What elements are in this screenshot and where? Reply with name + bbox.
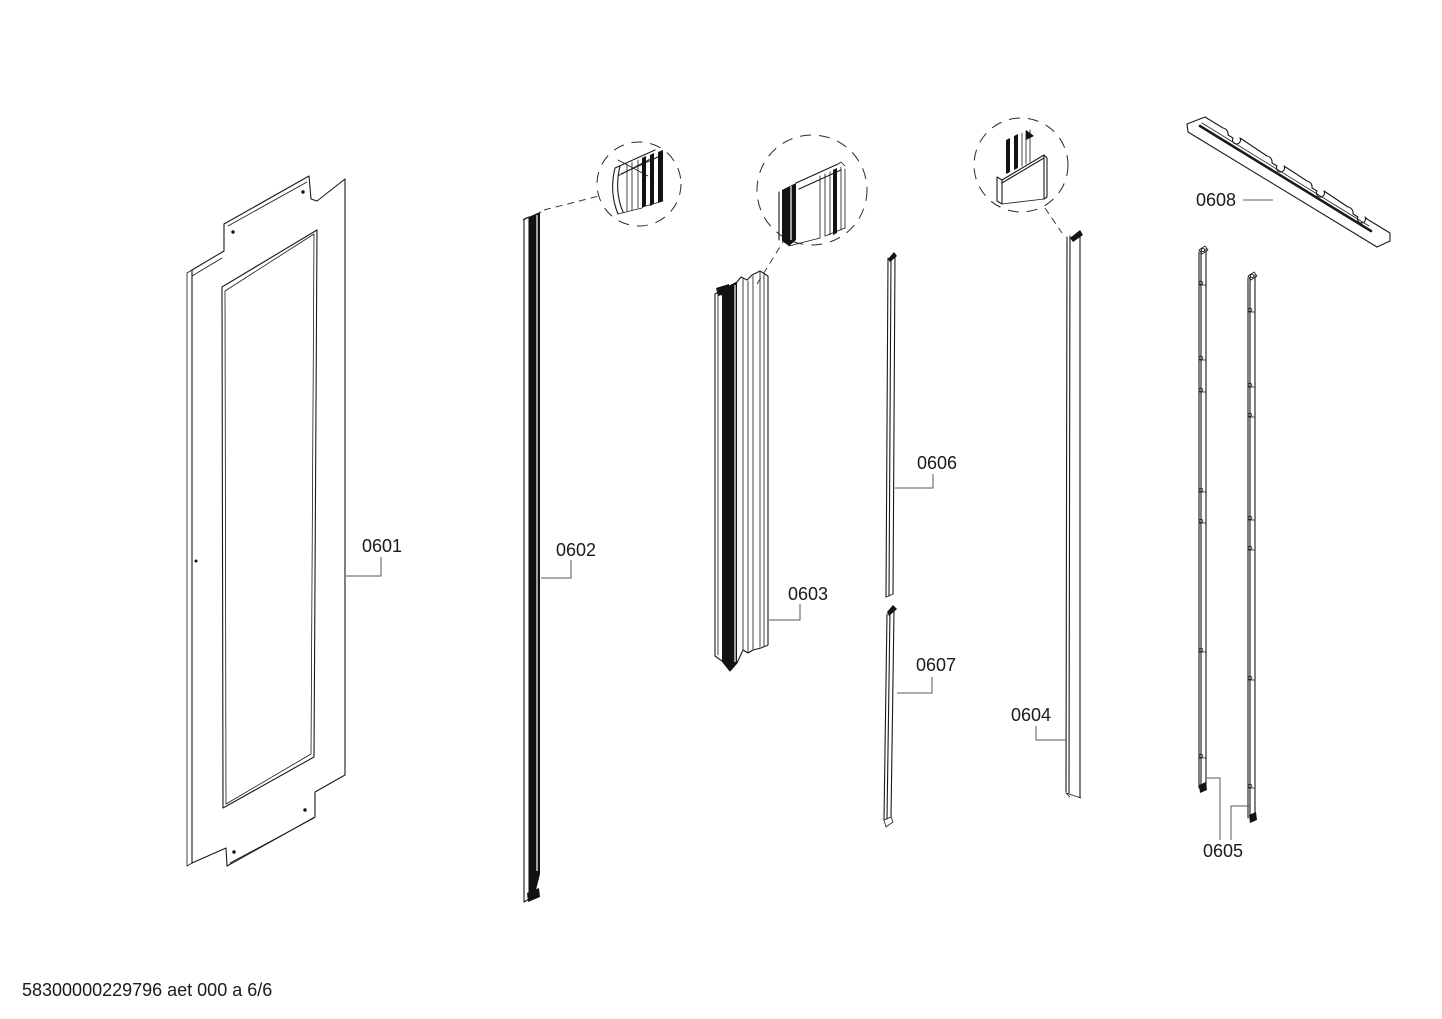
detail-circle-0604-ring xyxy=(973,117,1069,213)
strip-0602-dark-band xyxy=(529,212,540,899)
panel-thickness-edge xyxy=(186,269,193,867)
strip-0604-bottom-cut xyxy=(1065,792,1082,799)
part-0603-frame-profile[interactable] xyxy=(714,270,769,672)
part-label-0606[interactable]: 0606 xyxy=(917,453,957,473)
detail-0602-profile-section xyxy=(612,149,664,215)
strip-0606-top-cap xyxy=(888,252,897,262)
detail-link-0604 xyxy=(1044,207,1063,234)
detail-link-0602 xyxy=(543,195,600,211)
detail-circle-0602 xyxy=(596,141,682,227)
part-label-0607[interactable]: 0607 xyxy=(916,655,956,675)
detail-link-0603 xyxy=(756,241,784,285)
leader-0604 xyxy=(1035,726,1066,741)
part-label-0605[interactable]: 0605 xyxy=(1203,841,1243,861)
part-0601-door-panel[interactable] xyxy=(186,175,346,867)
part-label-0602[interactable]: 0602 xyxy=(556,540,596,560)
detail-circle-0603-ring xyxy=(756,134,868,246)
panel-window-inner xyxy=(224,233,315,805)
rail-0608-bottom-edge xyxy=(1187,131,1378,248)
detail-0603-profile-section xyxy=(778,161,846,247)
part-0605-mounting-rails[interactable] xyxy=(1198,245,1258,823)
panel-outline xyxy=(191,175,346,867)
detail-circle-0604 xyxy=(973,117,1069,213)
panel-window-outer xyxy=(221,229,318,809)
rail-0608-face-line xyxy=(1201,122,1370,227)
leader-0607 xyxy=(897,677,933,694)
leader-0603 xyxy=(769,604,801,621)
leader-0605-right xyxy=(1230,805,1250,840)
profile-0603-top-curl xyxy=(716,284,730,296)
detail-circle-0602-ring xyxy=(596,141,682,227)
strip-0606-bottom-cap xyxy=(885,593,894,598)
strip-0604-top-cap xyxy=(1070,230,1083,242)
part-label-0608[interactable]: 0608 xyxy=(1196,190,1236,210)
strip-0602-top-cap xyxy=(522,211,542,221)
part-label-0601[interactable]: 0601 xyxy=(362,536,402,556)
part-0606-side-strip-upper[interactable] xyxy=(885,252,897,598)
panel-top-edge-inner-line xyxy=(191,181,315,864)
leader-0606 xyxy=(895,474,934,489)
rail-0608-right-end xyxy=(1366,218,1391,248)
part-0604-corner-strip[interactable] xyxy=(1065,230,1083,799)
part-label-0604[interactable]: 0604 xyxy=(1011,705,1051,725)
detail-circle-0603 xyxy=(756,134,868,247)
rail-0608-left-end xyxy=(1186,116,1206,133)
part-0602-trim-strip[interactable] xyxy=(522,211,542,903)
strip-0607-lines xyxy=(883,609,895,821)
rail-0605-left-slots xyxy=(1198,280,1207,759)
profile-0603-flutes xyxy=(717,271,765,656)
part-0607-side-strip-lower[interactable] xyxy=(883,605,897,828)
leader-0605-left xyxy=(1207,777,1221,840)
leader-0601 xyxy=(346,557,382,577)
rail-0608-fold-line xyxy=(1198,124,1373,233)
rail-0605-right-slots xyxy=(1247,307,1256,789)
part-0608-notched-rail[interactable] xyxy=(1186,116,1391,248)
strip-0607-top-cap xyxy=(887,605,897,616)
leader-0602 xyxy=(541,560,572,579)
strip-0606-lines xyxy=(885,253,896,598)
strip-0602-foot xyxy=(527,888,540,902)
profile-0603-dark-band xyxy=(722,282,737,671)
strip-0602-face xyxy=(523,216,530,903)
document-reference: 58300000229796 aet 000 a 6/6 xyxy=(22,980,272,1000)
strip-0604-lines xyxy=(1065,230,1081,798)
detail-0604-profile-section xyxy=(996,129,1048,205)
part-label-0603[interactable]: 0603 xyxy=(788,584,828,604)
panel-holes xyxy=(194,190,307,854)
strip-0607-bottom-cap xyxy=(883,816,894,828)
rail-0605-left xyxy=(1198,245,1209,793)
rail-0605-right xyxy=(1247,271,1258,823)
